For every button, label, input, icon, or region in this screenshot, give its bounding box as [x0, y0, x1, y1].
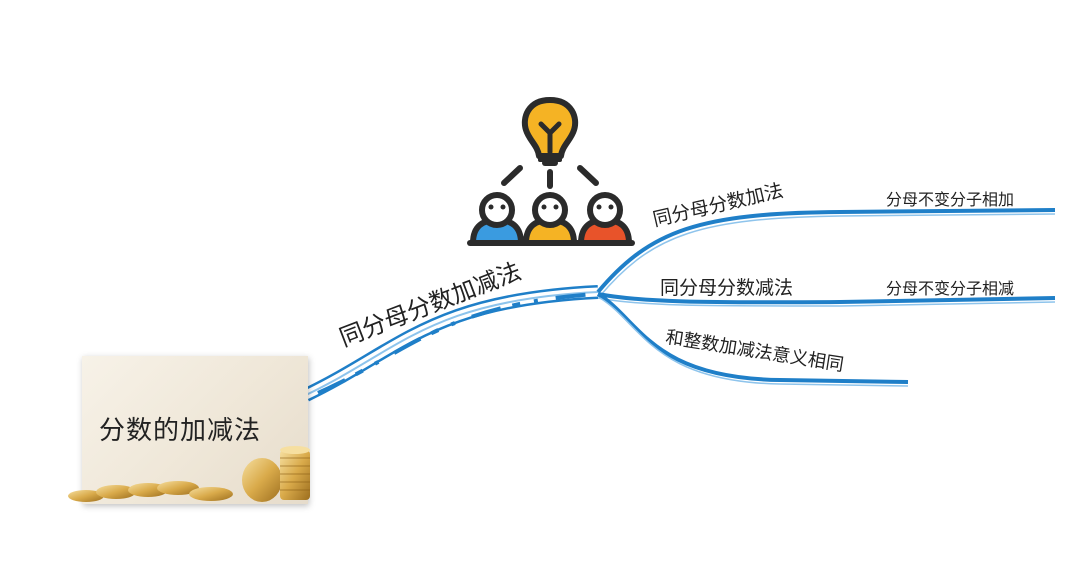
team-people-icon: [467, 192, 635, 246]
root-topic-label: 分数的加减法: [98, 416, 261, 446]
branch-addition-connector: [596, 208, 1056, 297]
note-subtraction-rule[interactable]: 分母不变分子相减: [886, 279, 1015, 298]
main-branch-connector: [302, 285, 599, 402]
person-blue-icon: [470, 192, 524, 246]
gold-coins-icon: [68, 446, 310, 502]
lightbulb-icon: [501, 97, 599, 189]
note-addition-rule[interactable]: 分母不变分子相加: [886, 190, 1015, 209]
person-red-icon: [578, 192, 632, 246]
person-yellow-icon: [523, 192, 577, 246]
child-topic-subtraction[interactable]: 同分母分数减法: [660, 277, 794, 299]
branch-same-meaning-connector: [596, 292, 909, 387]
branch-subtraction-connector: [597, 292, 1056, 307]
